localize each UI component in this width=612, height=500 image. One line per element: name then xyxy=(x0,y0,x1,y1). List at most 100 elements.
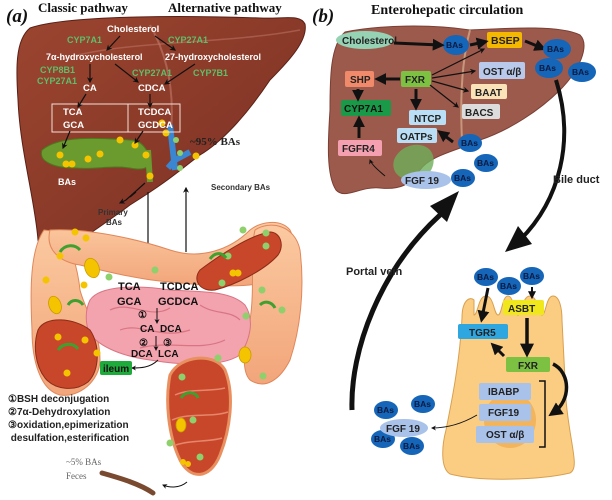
bas-label: BAs xyxy=(377,405,394,415)
portal-vein-arrow xyxy=(349,213,442,411)
intestine-gcdca: GCDCA xyxy=(158,296,198,308)
ibabp-label: IBABP xyxy=(488,387,519,398)
arrow-primary-bas-small xyxy=(129,191,137,198)
bas-label: BAs xyxy=(414,399,431,409)
fgf19-node-enterocyte xyxy=(479,404,531,421)
intestine-dca-top: DCA xyxy=(160,324,182,335)
rectum xyxy=(166,356,232,476)
arrow-fxr-to-tgr5 xyxy=(490,342,506,358)
bas-label: BAs xyxy=(477,158,494,168)
arrow-bsep-to-bas xyxy=(524,39,547,51)
panel-a: (a) Classic pathway Alternative pathway … xyxy=(6,0,306,496)
intestine-dca-bottom: DCA xyxy=(131,349,153,360)
shp-label: SHP xyxy=(350,75,371,86)
step-1-marker: ① xyxy=(138,310,147,321)
fxr-label-liver: FXR xyxy=(405,75,426,86)
shp-node xyxy=(345,71,374,87)
legend-step-3: ③oxidation,epimerization xyxy=(8,420,129,431)
arrow-fgf19-secretion xyxy=(431,414,478,431)
cyp7a1-label: CYP7A1 xyxy=(344,104,383,115)
arrow-to-ileum xyxy=(131,359,159,371)
intestine-tcdca: TCDCA xyxy=(160,281,199,293)
arrow-fxr-to-baat xyxy=(431,80,470,93)
secondary-bas-label: Secondary BAs xyxy=(211,183,271,192)
fgfr4-node xyxy=(338,140,382,156)
step-3-marker: ③ xyxy=(163,338,172,349)
bile-duct-arrowhead xyxy=(505,226,532,252)
bas-label: BAs xyxy=(477,272,494,282)
ibabp-node xyxy=(479,383,531,400)
portal-vein-label: Portal vein xyxy=(346,266,403,278)
cholesterol-node xyxy=(336,31,394,49)
baat-node xyxy=(471,84,507,99)
intestine-gca: GCA xyxy=(117,296,142,308)
bacs-node xyxy=(462,104,500,119)
metabolite-cholesterol: Cholesterol xyxy=(107,24,159,35)
percent-95-bas: ~95% BAs xyxy=(190,136,241,148)
fxr-node-enterocyte xyxy=(506,357,550,372)
metabolite-ca: CA xyxy=(83,83,97,94)
panel-b-title: Enterohepatic circulation xyxy=(371,3,524,18)
oatps-label: OATPs xyxy=(400,132,433,143)
tgr5-node xyxy=(458,324,508,339)
fgf19-label-enterocyte: FGF19 xyxy=(488,408,520,419)
cecum-red xyxy=(34,319,98,389)
primary-bas-label-1: Primary xyxy=(98,208,128,217)
oatps-node xyxy=(397,128,437,143)
arrow-gca-to-gallbladder xyxy=(62,130,71,150)
ntcp-label: NTCP xyxy=(414,114,442,125)
legend-step-2: ②7α-Dehydroxylation xyxy=(8,407,110,418)
enzyme-cyp8b1: CYP8B1 xyxy=(40,65,75,75)
baat-label: BAAT xyxy=(475,88,502,99)
arrow-to-primary-bas xyxy=(118,182,146,204)
bas-label-liver-1: BAs xyxy=(446,40,463,50)
bile-duct-label: Bile duct xyxy=(553,174,600,186)
bile-duct-arrow xyxy=(518,79,567,242)
fxr-label-enterocyte: FXR xyxy=(518,361,539,372)
microbe-bacteria xyxy=(48,257,252,433)
intestine-tca: TCA xyxy=(118,281,141,293)
ileum-badge xyxy=(100,361,132,375)
ost-node-enterocyte xyxy=(476,426,534,443)
fxr-node-liver xyxy=(401,71,431,87)
liver-highlight-2 xyxy=(59,29,301,61)
arrow-27-to-cdca xyxy=(164,63,196,85)
rectum-folds xyxy=(171,387,229,446)
bsep-label: BSEP xyxy=(491,35,520,47)
colon-red-segment xyxy=(196,231,282,291)
panel-b: (b) Enterohepatic circulation Cholestero… xyxy=(312,3,600,480)
asbt-label: ASBT xyxy=(508,304,535,315)
fgf19-label-secreted: FGF 19 xyxy=(386,424,420,435)
fgf19-label-liver: FGF 19 xyxy=(405,176,439,187)
microbe-crescents xyxy=(56,244,277,399)
metabolite-cdca: CDCA xyxy=(138,83,166,94)
arrow-chol-to-bas xyxy=(393,38,445,51)
bsep-node xyxy=(487,32,522,48)
arrow-fxr-to-ost xyxy=(431,68,477,79)
alternative-pathway-title: Alternative pathway xyxy=(168,0,282,15)
legend-step-1: ①BSH deconjugation xyxy=(8,394,109,405)
cholesterol-label: Cholesterol xyxy=(342,36,397,47)
enzyme-cyp27a1-left: CYP27A1 xyxy=(37,76,77,86)
bas-label: BAs xyxy=(539,63,556,73)
arrow-chol-to-7a xyxy=(106,35,121,51)
step-2-marker: ② xyxy=(139,338,148,349)
gallbladder-bas-label: BAs xyxy=(58,177,76,187)
metabolite-tca: TCA xyxy=(63,107,83,118)
ost-label-liver: OST α/β xyxy=(483,67,521,78)
fgf19-node-liver xyxy=(401,171,451,189)
bas-label: BAs xyxy=(454,173,471,183)
liver-lobe-divider xyxy=(460,29,471,141)
arrow-chol-to-27 xyxy=(154,35,176,51)
bas-label: BAs xyxy=(403,441,420,451)
intestine-ca: CA xyxy=(140,324,154,335)
arrow-ca-to-tca xyxy=(77,93,87,109)
ost-node-liver xyxy=(479,62,525,79)
conjugated-box-right xyxy=(127,103,181,133)
metabolite-27-hydroxycholesterol: 27-hydroxycholesterol xyxy=(165,52,261,62)
intestine-lca: LCA xyxy=(158,349,179,360)
cyp7a1-node xyxy=(341,100,391,116)
small-intestine-folds xyxy=(109,304,241,349)
arrow-fxr-to-bacs xyxy=(429,84,459,108)
